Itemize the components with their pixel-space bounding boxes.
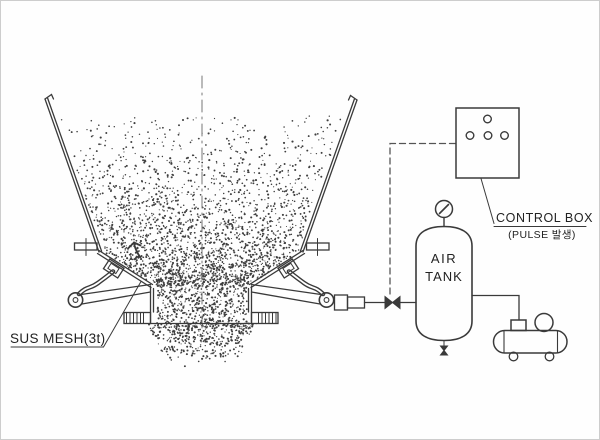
compressor-wheel [508,351,519,362]
control-box-button [483,130,493,140]
nozzle-end [67,291,84,308]
outlet-fitting-left [123,311,152,325]
air-nozzle-assembly-right [250,258,335,308]
left-rim-lip [44,93,55,100]
control-signal-line [389,142,457,295]
compressor [492,312,568,362]
flow-arrow-icon [127,241,142,258]
pressure-gauge-icon [434,199,454,228]
air-tank-label-line2: TANK [425,269,463,284]
air-tank-vessel [415,225,473,342]
granular-material-dots [60,115,342,368]
control-box-button [465,130,475,140]
air-nozzle-assembly-left [67,258,152,308]
pulse-valve-icon [384,295,401,310]
outlet-fitting-right [250,311,279,325]
pulse-sublabel: (PULSE 발생) [508,229,576,241]
control-box-leader-line [480,178,587,227]
gauge-needle [438,203,450,215]
hose-clamp [277,258,300,279]
compressor-tank [492,329,568,354]
nozzle-end [318,291,335,308]
control-box-button [500,130,510,140]
control-box-label: CONTROL BOX [496,211,594,225]
compressor-wheel [544,351,555,362]
sus-mesh-label: SUS MESH(3t) [10,331,106,346]
air-tank-label-line1: AIR [430,251,458,266]
control-box [455,107,520,179]
hose-clamp [102,258,125,279]
pipe-tank-to-compressor [471,294,520,321]
left-flange [73,238,98,256]
compressor-motor [534,312,554,333]
sus-mesh-leader-line [10,281,142,348]
pipe-coupling [333,294,386,311]
compressor-inlet [510,319,527,332]
drain-valve-icon [439,340,449,356]
right-rim-lip [347,94,358,101]
right-flange [305,238,330,256]
control-box-button [483,114,493,124]
